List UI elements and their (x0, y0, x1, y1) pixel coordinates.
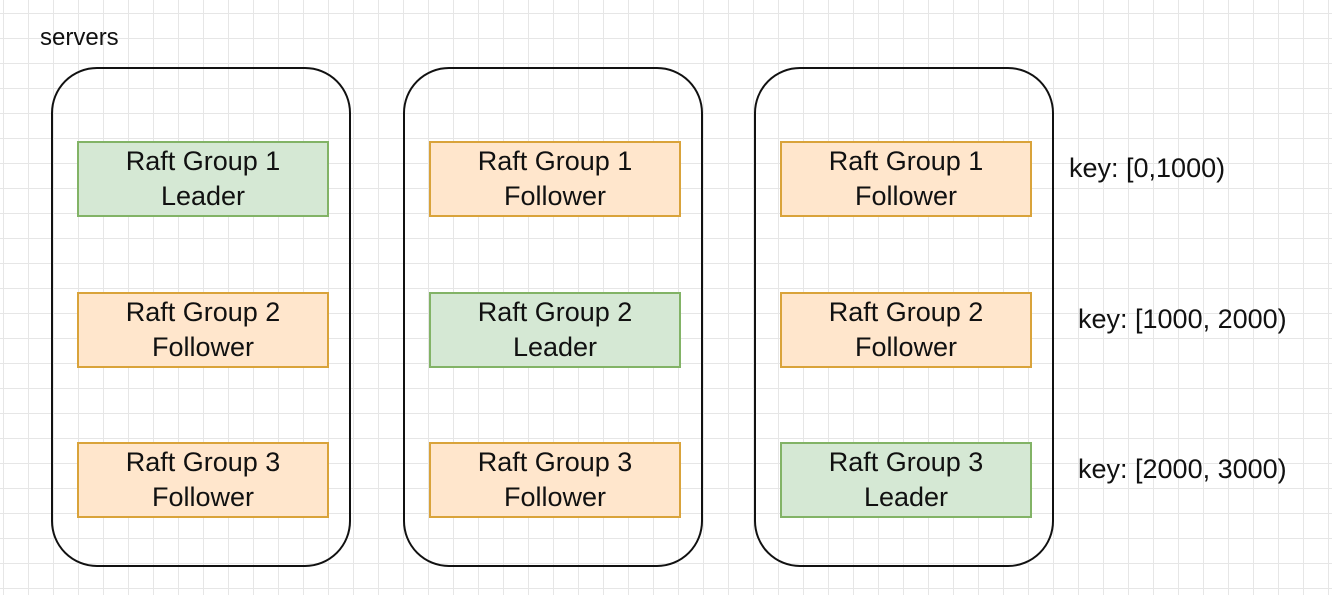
node-role-label: Follower (503, 181, 607, 211)
key-range-group-1: key: [0,1000) (1069, 153, 1226, 183)
node-role-label: Leader (512, 332, 598, 362)
server-1-raft-group-1-node: Raft Group 1 Leader (77, 141, 329, 217)
node-role-label: Leader (160, 181, 246, 211)
server-3: Raft Group 1 Follower Raft Group 2 Follo… (754, 67, 1054, 567)
node-group-label: Raft Group 1 (477, 146, 633, 176)
server-2: Raft Group 1 Follower Raft Group 2 Leade… (403, 67, 703, 567)
server-2-raft-group-2-node: Raft Group 2 Leader (429, 292, 681, 368)
node-group-label: Raft Group 2 (477, 297, 633, 327)
node-role-label: Follower (151, 332, 255, 362)
node-role-label: Follower (854, 332, 958, 362)
server-2-raft-group-3-node: Raft Group 3 Follower (429, 442, 681, 518)
server-1-raft-group-3-node: Raft Group 3 Follower (77, 442, 329, 518)
servers-label: servers (40, 24, 119, 51)
server-3-raft-group-1-node: Raft Group 1 Follower (780, 141, 1032, 217)
node-role-label: Follower (854, 181, 958, 211)
node-group-label: Raft Group 2 (828, 297, 984, 327)
node-role-label: Leader (863, 482, 949, 512)
node-group-label: Raft Group 3 (125, 447, 281, 477)
node-group-label: Raft Group 2 (125, 297, 281, 327)
server-2-raft-group-1-node: Raft Group 1 Follower (429, 141, 681, 217)
node-group-label: Raft Group 3 (477, 447, 633, 477)
key-range-group-3: key: [2000, 3000) (1078, 454, 1287, 484)
node-group-label: Raft Group 1 (828, 146, 984, 176)
node-role-label: Follower (151, 482, 255, 512)
server-1-raft-group-2-node: Raft Group 2 Follower (77, 292, 329, 368)
server-1: Raft Group 1 Leader Raft Group 2 Followe… (51, 67, 351, 567)
node-group-label: Raft Group 3 (828, 447, 984, 477)
server-3-raft-group-2-node: Raft Group 2 Follower (780, 292, 1032, 368)
key-range-group-2: key: [1000, 2000) (1078, 304, 1287, 334)
node-group-label: Raft Group 1 (125, 146, 281, 176)
server-3-raft-group-3-node: Raft Group 3 Leader (780, 442, 1032, 518)
node-role-label: Follower (503, 482, 607, 512)
